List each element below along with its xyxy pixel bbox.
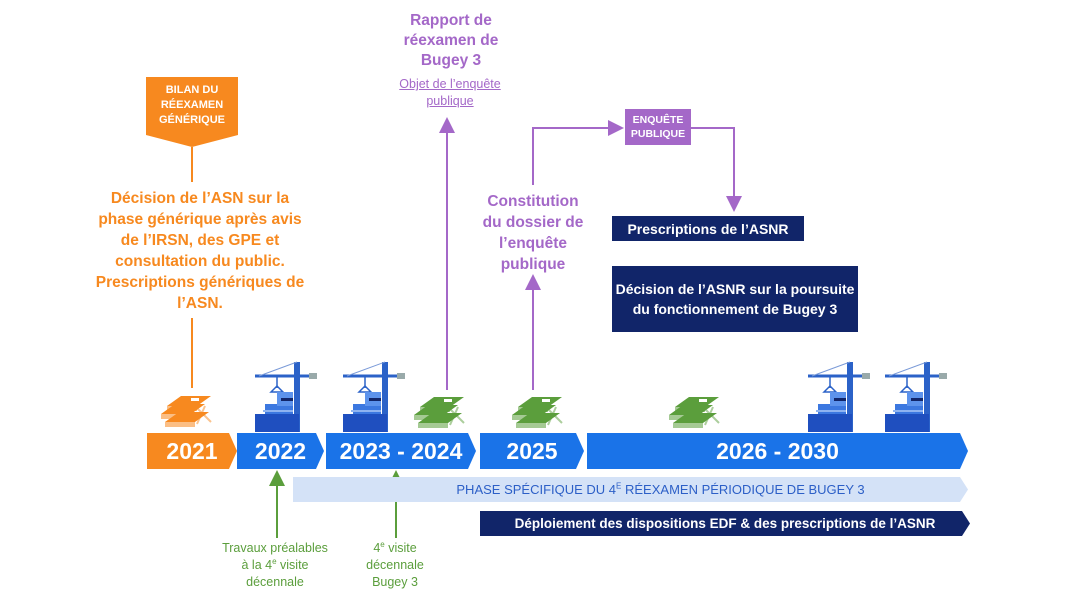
documents-icon-green — [511, 396, 563, 429]
travaux-line: à la 4e visite — [210, 557, 340, 574]
reactor-crane-icon — [343, 362, 405, 432]
phase-suffix: RÉEXAMEN PÉRIODIQUE DE BUGEY 3 — [621, 482, 865, 497]
visite-line1-suffix: visite — [384, 541, 417, 555]
phase-sup: E — [616, 481, 622, 491]
generic-review-banner: BILAN DU RÉEXAMEN GÉNÉRIQUE — [146, 77, 238, 147]
segment-label: 2025 — [506, 437, 558, 464]
visite-sup: e — [380, 539, 385, 549]
phase-label: PHASE SPÉCIFIQUE DU 4E RÉEXAMEN PÉRIODIQ… — [293, 477, 968, 502]
asn-generic-decision-text: Décision de l’ASN sur la phase générique… — [95, 190, 305, 312]
phase-prefix: PHASE SPÉCIFIQUE DU 4 — [456, 482, 617, 497]
banner-line: RÉEXAMEN — [160, 99, 224, 111]
timeline-segment-2025: 2025 — [480, 433, 584, 469]
reactor-crane-icon — [885, 362, 947, 432]
documents-icon-green — [413, 396, 465, 429]
segment-label: 2021 — [166, 437, 218, 464]
travaux-line: décennale — [246, 575, 304, 589]
documents-icon-green — [668, 396, 720, 429]
visite-line: 4e visite — [355, 540, 435, 557]
visite-line1-prefix: 4 — [373, 541, 381, 555]
travaux-line2-prefix: à la 4 — [241, 558, 273, 572]
deployment-label: Déploiement des dispositions EDF & des p… — [514, 516, 936, 531]
deployment-bar: Déploiement des dispositions EDF & des p… — [480, 511, 970, 536]
reactor-crane-icon — [808, 362, 870, 432]
asnr-prescriptions-box: Prescriptions de l’ASNR — [612, 216, 804, 241]
inquiry-line: ENQUÊTE — [632, 114, 684, 126]
report-title: Rapport de réexamen de Bugey 3 — [403, 12, 499, 69]
segment-label: 2022 — [254, 437, 307, 464]
visite-line: Bugey 3 — [372, 575, 418, 589]
timeline-segment-2026-2030: 2026 - 2030 — [587, 433, 968, 469]
travaux-sup: e — [272, 556, 277, 566]
documents-icon-orange — [160, 395, 212, 428]
timeline-segment-2023-2024: 2023 - 2024 — [326, 433, 476, 469]
travaux-line: Travaux préalables — [222, 541, 328, 555]
public-inquiry-box: ENQUÊTE PUBLIQUE — [625, 109, 691, 145]
visite-line: décennale — [366, 558, 424, 572]
travaux-line2-suffix: visite — [276, 558, 309, 572]
arrow-to-prescriptions — [691, 127, 742, 212]
tenth-year-visit-label: 4e visite décennale Bugey 3 — [355, 540, 435, 591]
timeline-segment-2021: 2021 — [147, 433, 237, 469]
preliminary-works-label: Travaux préalables à la 4e visite décenn… — [210, 540, 340, 591]
asnr-decision-box: Décision de l’ASNR sur la poursuite du f… — [612, 266, 858, 332]
reactor-crane-icon — [255, 362, 317, 432]
constitution-text: Constitution du dossier de l’enquête pub… — [482, 193, 584, 273]
arrow-to-enquete — [532, 120, 624, 185]
timeline-segment-2022: 2022 — [237, 433, 324, 469]
report-subtitle-link[interactable]: Objet de l’enquête publique — [399, 77, 501, 108]
inquiry-line: PUBLIQUE — [630, 128, 686, 140]
segment-label: 2026 - 2030 — [716, 437, 839, 464]
banner-line: GÉNÉRIQUE — [158, 114, 225, 126]
banner-line: BILAN DU — [165, 84, 219, 96]
segment-label: 2023 - 2024 — [339, 437, 463, 464]
specific-phase-bar: PHASE SPÉCIFIQUE DU 4E RÉEXAMEN PÉRIODIQ… — [293, 477, 968, 502]
